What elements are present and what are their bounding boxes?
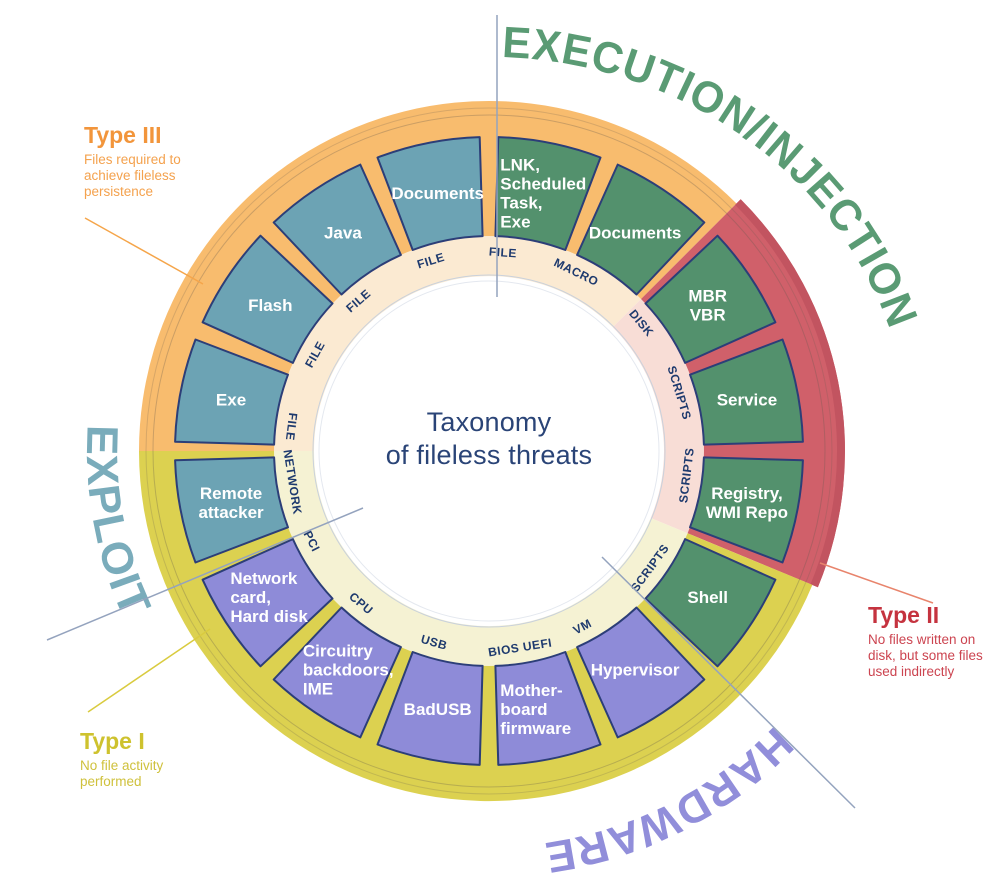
- type-iii-title: Type III: [84, 122, 162, 148]
- segment-java: [272, 163, 402, 296]
- inner-edge-circle-1: [312, 274, 666, 628]
- segment-network-card-hard-disk: [201, 538, 334, 668]
- type-i-callout: Type I No file activity performed: [80, 728, 163, 790]
- segment-shell: [644, 538, 777, 668]
- segment-label-documents: Documents: [589, 223, 682, 242]
- type-ii-callout: Type II No files written on disk, but so…: [868, 602, 983, 680]
- segment-mbr-vbr: [644, 234, 777, 364]
- segment-circuitry-backdoors-ime: [272, 606, 402, 739]
- diagram-title: Taxonomy of fileless threats: [385, 407, 593, 470]
- section-divider-line-2: [601, 556, 856, 809]
- segment-label-registry-wmi-repo: Registry,WMI Repo: [706, 484, 788, 522]
- segment-lnk-scheduled-task-exe: [494, 136, 602, 251]
- segment-label-documents: Documents: [391, 184, 484, 203]
- tint-band-type-i-ring: [274, 451, 688, 666]
- segment-documents: [376, 136, 484, 251]
- segment-mother-board-firmware: [494, 651, 602, 766]
- segment-label-exe: Exe: [216, 391, 246, 410]
- segment-label-hypervisor: Hypervisor: [591, 661, 680, 680]
- type-iii-connector-line: [84, 217, 204, 285]
- section-divider-line-1: [46, 507, 364, 641]
- segment-label-service: Service: [717, 391, 778, 410]
- segment-exe: [174, 338, 289, 446]
- segment-remote-attacker: [174, 456, 289, 564]
- segment-flash: [201, 234, 334, 364]
- segment-documents: [576, 163, 706, 296]
- segment-badusb: [376, 651, 484, 766]
- segment-label-shell: Shell: [687, 588, 728, 607]
- tint-band-type-iii-ring: [274, 236, 641, 451]
- inner-edge-circle-0: [318, 280, 660, 622]
- type-iii-callout: Type III Files required to achieve filel…: [84, 122, 181, 200]
- type-iii-description: Files required to achieve fileless persi…: [84, 152, 181, 199]
- segment-service: [689, 338, 804, 446]
- type-ii-description: No files written on disk, but some files…: [868, 632, 983, 679]
- ring-detail-circle-1: [145, 107, 833, 795]
- type-i-description: No file activity performed: [80, 758, 164, 789]
- type-ii-connector-line: [819, 562, 934, 604]
- type-i-connector-line: [87, 628, 211, 713]
- segment-registry-wmi-repo: [689, 456, 804, 564]
- segment-label-badusb: BadUSB: [404, 700, 472, 719]
- ring-tag-scripts-4: SCRIPTS: [676, 447, 697, 504]
- type-ii-title: Type II: [868, 602, 940, 628]
- segment-label-flash: Flash: [248, 296, 292, 315]
- segment-label-java: Java: [324, 223, 362, 242]
- segment-hypervisor: [576, 606, 706, 739]
- ring-tag-file-12: FILE: [283, 412, 300, 441]
- type-i-title: Type I: [80, 728, 145, 754]
- ring-detail-circle-0: [152, 114, 826, 788]
- tint-band-type-ii-ring: [612, 299, 704, 534]
- ring-tag-file-0: FILE: [488, 245, 517, 261]
